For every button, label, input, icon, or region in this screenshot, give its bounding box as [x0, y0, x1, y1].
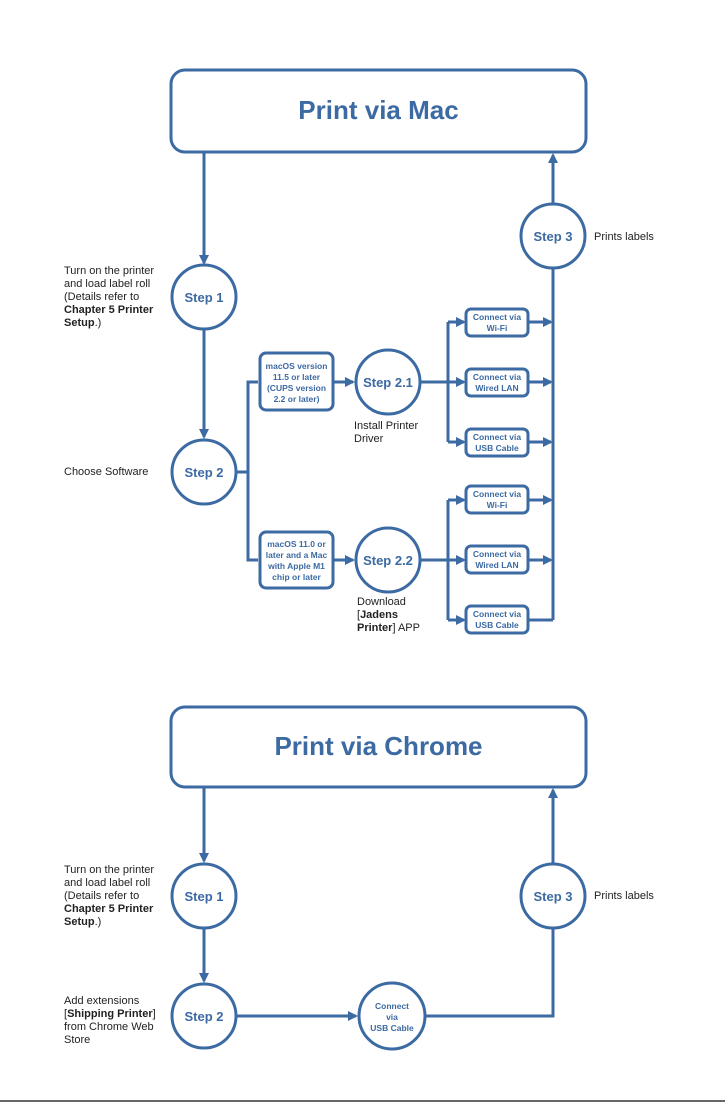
- note-text: .): [94, 916, 102, 928]
- mac-connect-usb-a-l2: USB Cable: [475, 443, 519, 453]
- mac-step1-label: Step 1: [184, 290, 223, 305]
- note-text: Prints labels: [594, 231, 654, 243]
- note-text: [: [357, 609, 361, 621]
- chrome-step2-label: Step 2: [184, 1009, 223, 1024]
- note-line: and load label roll: [64, 877, 151, 889]
- chrome-step1-label: Step 1: [184, 889, 223, 904]
- mac-step22-label: Step 2.2: [363, 553, 413, 568]
- mac-connect-usb-b-l1: Connect via: [473, 609, 521, 619]
- note-bold: Setup: [64, 317, 95, 329]
- connector: [236, 380, 258, 474]
- note-line: Install Printer: [354, 420, 419, 432]
- mac-step3-label: Step 3: [533, 229, 572, 244]
- mac-step1-note: Turn on the printer and load label roll …: [64, 265, 172, 330]
- note-bold: Chapter 5 Printer: [64, 304, 154, 316]
- connector: [246, 472, 258, 562]
- mac-connect-wifi-a-l1: Connect via: [473, 312, 521, 322]
- note-text: Prints labels: [594, 890, 654, 902]
- mac-connect-wifi-b-l1: Connect via: [473, 489, 521, 499]
- mac-title: Print via Mac: [298, 95, 458, 125]
- note-line: Download: [357, 596, 406, 608]
- mac-connect-lan-a-l2: Wired LAN: [475, 383, 518, 393]
- mac-step1-circle: [170, 263, 238, 331]
- note-line: Add extensions: [64, 995, 140, 1007]
- mac-requirement-b-line: with Apple M1: [267, 561, 325, 571]
- mac-step22-note: Download [Jadens Printer] APP: [357, 596, 420, 635]
- mac-connect-wifi-b-l2: Wi-Fi: [487, 500, 508, 510]
- chrome-step3-note: Prints labels: [594, 890, 654, 903]
- mac-requirement-a-line: 2.2 or later): [274, 394, 320, 404]
- mac-requirement-b-line: later and a Mac: [266, 550, 328, 560]
- note-line: Chapter 5 Printer: [64, 304, 172, 317]
- mac-requirement-a-line: (CUPS version: [267, 383, 326, 393]
- note-line: (Details refer to: [64, 890, 140, 902]
- note-bold: Setup: [64, 916, 95, 928]
- note-bold: Printer: [357, 622, 393, 634]
- mac-step2-note: Choose Software: [64, 466, 148, 479]
- note-line: Turn on the printer: [64, 864, 155, 876]
- mac-connect-usb-a-l1: Connect via: [473, 432, 521, 442]
- note-bold: Jadens: [360, 609, 398, 621]
- chrome-step3-label: Step 3: [533, 889, 572, 904]
- mac-requirement-a-line: macOS version: [266, 361, 328, 371]
- note-line: from Chrome Web: [64, 1021, 154, 1033]
- note-line: [Shipping Printer]: [64, 1008, 174, 1021]
- chrome-connect-line: Connect: [375, 1001, 409, 1011]
- chrome-title-box: [169, 705, 588, 789]
- note-text: [: [64, 1008, 68, 1020]
- note-line: Setup.): [64, 317, 172, 330]
- note-text: ] APP: [392, 622, 420, 634]
- note-bold: Shipping Printer: [67, 1008, 153, 1020]
- note-bold: Chapter 5 Printer: [64, 903, 154, 915]
- note-line: and load label roll: [64, 278, 151, 290]
- mac-step21-note: Install Printer Driver: [354, 420, 418, 446]
- note-line: Setup.): [64, 916, 172, 929]
- chrome-title: Print via Chrome: [274, 731, 482, 761]
- note-text: Choose Software: [64, 466, 149, 478]
- mac-connect-lan-a-l1: Connect via: [473, 372, 521, 382]
- note-line: Driver: [354, 433, 384, 445]
- note-text: .): [94, 317, 102, 329]
- mac-connect-usb-b-l2: USB Cable: [475, 620, 519, 630]
- note-line: Store: [64, 1034, 91, 1046]
- chrome-step1-note: Turn on the printer and load label roll …: [64, 864, 172, 929]
- mac-connect-lan-b-l2: Wired LAN: [475, 560, 518, 570]
- note-line: Turn on the printer: [64, 265, 155, 277]
- note-line: [Jadens: [357, 609, 420, 622]
- chrome-connect-line: USB Cable: [370, 1023, 414, 1033]
- mac-connect-wifi-a-l2: Wi-Fi: [487, 323, 508, 333]
- mac-step3-note: Prints labels: [594, 231, 654, 244]
- mac-requirement-a-line: 11.5 or later: [273, 372, 321, 382]
- note-text: ]: [152, 1008, 156, 1020]
- note-line: Printer] APP: [357, 622, 420, 635]
- chrome-step2-note: Add extensions [Shipping Printer] from C…: [64, 995, 174, 1047]
- connector: [425, 928, 555, 1018]
- mac-requirement-b-line: chip or later: [272, 572, 321, 582]
- mac-step21-label: Step 2.1: [363, 375, 413, 390]
- chrome-connect-line: via: [386, 1012, 398, 1022]
- mac-title-box: [169, 68, 588, 154]
- note-line: (Details refer to: [64, 291, 140, 303]
- mac-connect-lan-b-l1: Connect via: [473, 549, 521, 559]
- mac-requirement-b-line: macOS 11.0 or: [267, 539, 326, 549]
- mac-step2-label: Step 2: [184, 465, 223, 480]
- note-line: Chapter 5 Printer: [64, 903, 172, 916]
